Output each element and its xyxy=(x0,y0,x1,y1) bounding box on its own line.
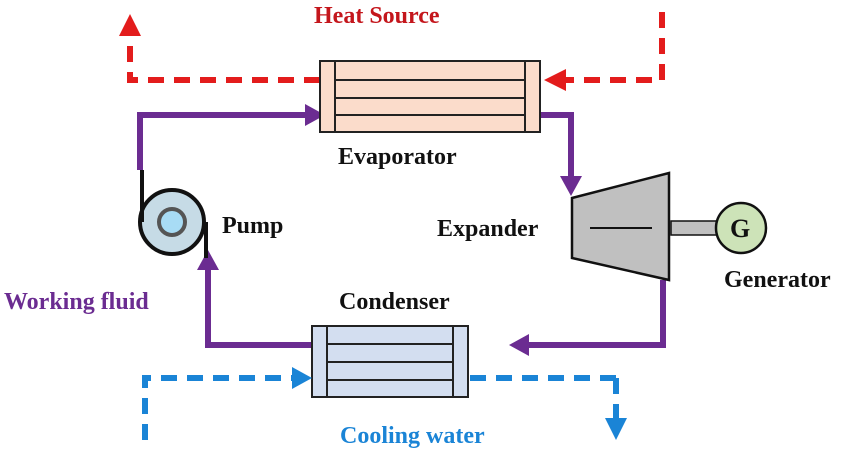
condenser-label: Condenser xyxy=(339,289,450,315)
working-fluid-label: Working fluid xyxy=(4,289,149,315)
evaporator xyxy=(319,60,541,133)
cooling-water-label: Cooling water xyxy=(340,423,485,449)
condenser-inlet-arrow xyxy=(509,334,529,356)
heat-source-line xyxy=(119,12,665,91)
expander xyxy=(570,171,671,282)
cooling-water-line xyxy=(142,367,627,440)
pump-core xyxy=(157,207,187,237)
evaporator-inlet-arrow xyxy=(305,104,325,126)
shaft xyxy=(670,220,720,236)
cooling-water-outlet-arrow xyxy=(605,418,627,440)
expander-inlet-arrow xyxy=(560,176,582,196)
expander-label: Expander xyxy=(437,216,539,242)
pump xyxy=(138,170,208,258)
generator xyxy=(714,201,768,255)
cooling-water-inlet-arrow xyxy=(292,367,312,389)
heat-source-label: Heat Source xyxy=(314,3,440,29)
heat-source-outlet-arrow xyxy=(119,14,141,36)
condenser xyxy=(311,325,469,398)
working-fluid-loop xyxy=(137,112,666,348)
heat-source-inlet-arrow xyxy=(544,69,566,91)
pump-label: Pump xyxy=(222,213,284,239)
pump-inlet-arrow xyxy=(197,250,219,270)
generator-symbol: G xyxy=(730,214,751,243)
evaporator-label: Evaporator xyxy=(338,144,457,170)
generator-label: Generator xyxy=(724,267,831,293)
